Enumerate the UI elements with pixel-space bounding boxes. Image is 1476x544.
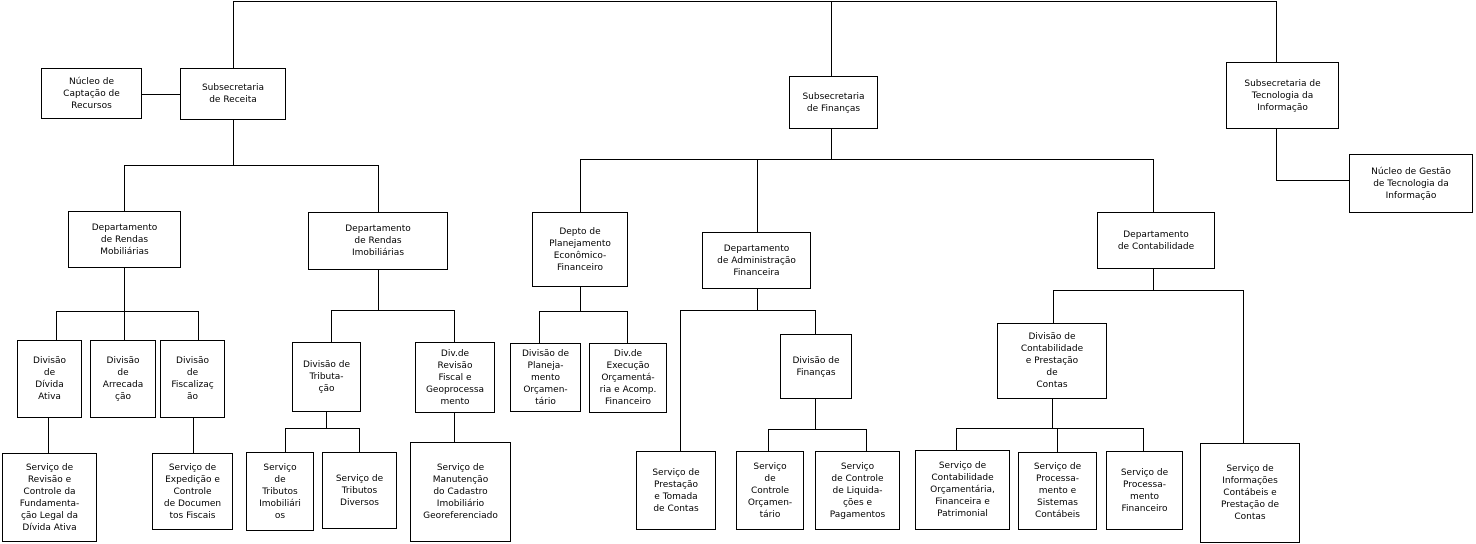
node-dep-administracao-financeira: Departamento de Administração Financeira: [702, 232, 811, 289]
node-div-contabilidade-prestacao: Divisão de Contabilidade e Prestação de …: [997, 323, 1107, 399]
node-serv-tributos-diversos: Serviço de Tributos Diversos: [322, 452, 397, 529]
node-serv-tributos-imobiliarios: Serviço de Tributos Imobiliári os: [246, 452, 314, 531]
node-subsecretaria-tecnologia: Subsecretaria de Tecnologia da Informaçã…: [1226, 62, 1339, 129]
node-label: Serviço de Controle Orçamen- tário: [747, 461, 793, 520]
node-label: Núcleo de Captação de Recursos: [63, 76, 120, 111]
node-serv-prestacao-contas: Serviço de Prestação e Tomada de Contas: [636, 451, 716, 530]
node-subsecretaria-receita: Subsecretaria de Receita: [180, 68, 286, 120]
node-div-execucao: Div.de Execução Orçamentá- ria e Acomp. …: [589, 343, 667, 413]
node-label: Serviço de Tributos Diversos: [335, 473, 384, 508]
node-div-financas: Divisão de Finanças: [780, 334, 852, 399]
node-label: Divisão de Fiscalizaç ão: [171, 356, 214, 402]
node-label: Serviço de Manutenção do Cadastro Imobil…: [423, 463, 498, 521]
node-label: Divisão de Arrecada ção: [102, 356, 144, 402]
node-label: Div.de Execução Orçamentá- ria e Acomp. …: [599, 349, 657, 407]
node-depto-planejamento: Depto de Planejamento Econômico- Finance…: [532, 212, 628, 287]
node-label: Departamento de Administração Financeira: [717, 243, 796, 278]
node-nucleo-captacao-recursos: Núcleo de Captação de Recursos: [41, 68, 142, 119]
node-serv-processamento-financeiro: Serviço de Processa- mento Financeiro: [1106, 451, 1183, 530]
node-label: Departamento de Rendas Mobiliárias: [91, 222, 158, 257]
node-nucleo-gestao-ti: Núcleo de Gestão de Tecnologia da Inform…: [1349, 154, 1473, 213]
node-label: Depto de Planejamento Econômico- Finance…: [549, 226, 611, 273]
node-label: Divisão de Contabilidade e Prestação de …: [1020, 332, 1084, 390]
node-serv-revisao-divida-ativa: Serviço de Revisão e Controle da Fundame…: [2, 453, 97, 542]
node-subsecretaria-financas: Subsecretaria de Finanças: [789, 76, 878, 129]
node-dep-rendas-imobiliarias: Departamento de Rendas Imobiliárias: [308, 212, 448, 270]
node-label: Divisão de Finanças: [792, 355, 840, 378]
node-dep-contabilidade: Departamento de Contabilidade: [1097, 212, 1215, 269]
node-label: Serviço de Processa- mento Financeiro: [1120, 467, 1169, 514]
node-label: Departamento de Rendas Imobiliárias: [345, 224, 411, 258]
node-label: Departamento de Contabilidade: [1117, 229, 1195, 252]
node-label: Serviço de Tributos Imobiliári os: [259, 462, 301, 521]
node-label: Serviço de Informações Contábeis e Prest…: [1220, 464, 1280, 522]
node-serv-controle-liquidacoes: Serviço de Controle de Liquida- ções e P…: [815, 451, 900, 530]
node-dep-rendas-mobiliarias: Departamento de Rendas Mobiliárias: [68, 211, 181, 268]
node-div-arrecadacao: Divisão de Arrecada ção: [90, 340, 156, 418]
node-label: Subsecretaria de Tecnologia da Informaçã…: [1244, 78, 1321, 113]
node-label: Subsecretaria de Finanças: [802, 91, 865, 114]
node-label: Divisão de Dívida Ativa: [33, 356, 66, 402]
node-label: Div.de Revisão Fiscal e Geoprocessa ment…: [425, 348, 485, 407]
node-serv-controle-orcamentario: Serviço de Controle Orçamen- tário: [736, 451, 804, 530]
node-label: Subsecretaria de Receita: [201, 83, 265, 105]
node-label: Serviço de Contabilidade Orçamentária, F…: [930, 461, 995, 519]
node-serv-processamento-sistemas: Serviço de Processa- mento e Sistemas Co…: [1018, 452, 1097, 530]
node-serv-expedicao: Serviço de Expedição e Controle de Docum…: [152, 453, 233, 530]
node-label: Divisão de Planeja- mento Orçamen- tário: [521, 348, 570, 407]
node-label: Serviço de Revisão e Controle da Fundame…: [19, 462, 80, 533]
node-label: Serviço de Expedição e Controle de Docum…: [163, 462, 222, 521]
node-serv-informacoes-contabeis: Serviço de Informações Contábeis e Prest…: [1200, 443, 1300, 543]
node-div-revisao-fiscal: Div.de Revisão Fiscal e Geoprocessa ment…: [415, 342, 495, 413]
node-div-fiscalizacao: Divisão de Fiscalizaç ão: [160, 340, 225, 418]
node-label: Divisão de Tributa- ção: [302, 360, 351, 394]
node-serv-contabilidade-orcamentaria: Serviço de Contabilidade Orçamentária, F…: [915, 450, 1010, 530]
node-div-tributacao: Divisão de Tributa- ção: [292, 342, 361, 412]
node-label: Serviço de Controle de Liquida- ções e P…: [829, 461, 886, 520]
node-div-divida-ativa: Divisão de Dívida Ativa: [17, 340, 82, 418]
node-label: Núcleo de Gestão de Tecnologia da Inform…: [1371, 166, 1451, 201]
node-label: Serviço de Prestação e Tomada de Contas: [652, 467, 700, 514]
node-div-planejamento-orcamentario: Divisão de Planeja- mento Orçamen- tário: [510, 343, 581, 412]
node-serv-manutencao-cadastro: Serviço de Manutenção do Cadastro Imobil…: [410, 442, 511, 542]
node-label: Serviço de Processa- mento e Sistemas Co…: [1033, 462, 1082, 520]
